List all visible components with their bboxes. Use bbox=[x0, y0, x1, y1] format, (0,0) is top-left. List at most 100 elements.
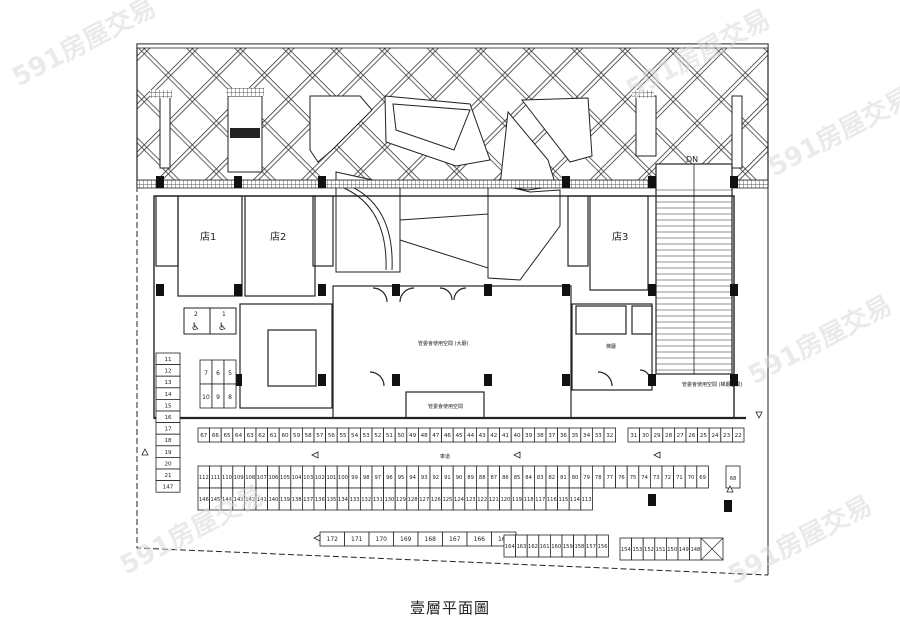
staircase: DN bbox=[655, 155, 733, 375]
parking-space-number: 27 bbox=[677, 433, 685, 439]
parking-space-number: 143 bbox=[234, 497, 244, 503]
parking-space-number: 140 bbox=[268, 497, 278, 503]
pillar bbox=[730, 374, 738, 386]
motorcycle-space: 9 bbox=[211, 383, 225, 409]
parking-space: 135 bbox=[325, 487, 338, 511]
parking-space: 56 bbox=[325, 427, 338, 443]
parking-space: 97 bbox=[371, 465, 385, 489]
parking-space: 136 bbox=[313, 487, 327, 511]
shop-1-label: 店1 bbox=[200, 230, 216, 243]
parking-space: 55 bbox=[336, 427, 350, 443]
parking-space-number: 64 bbox=[235, 433, 243, 439]
parking-space-number: 20 bbox=[164, 461, 172, 467]
parking-space: 149 bbox=[677, 537, 691, 561]
pillar bbox=[562, 284, 570, 296]
parking-space: 22 bbox=[732, 427, 745, 443]
parking-space-number: 160 bbox=[551, 544, 561, 550]
parking-space-number: 134 bbox=[338, 497, 349, 503]
parking-space-number: 38 bbox=[537, 433, 545, 439]
parking-space: 130 bbox=[383, 487, 396, 511]
parking-space: 112 bbox=[197, 465, 211, 489]
parking-space-number: 37 bbox=[548, 433, 556, 439]
parking-space-number: 88 bbox=[479, 475, 486, 481]
mgmt-right-label: 管委會使用空間 (梯廳空間) bbox=[682, 381, 743, 388]
parking-space-number: 56 bbox=[328, 433, 336, 439]
parking-space: 38 bbox=[534, 427, 547, 443]
parking-space: 12 bbox=[155, 364, 181, 377]
parking-space-number: 161 bbox=[540, 544, 550, 550]
parking-space: 40 bbox=[510, 427, 524, 443]
parking-space: 126 bbox=[429, 487, 443, 511]
parking-space: 25 bbox=[697, 427, 710, 443]
parking-space: 43 bbox=[475, 427, 489, 443]
parking-space: 70 bbox=[684, 465, 698, 489]
parking-space: 73 bbox=[650, 465, 663, 489]
parking-space-number: 8 bbox=[228, 394, 232, 401]
parking-space: 39 bbox=[522, 427, 535, 443]
parking-space: 81 bbox=[557, 465, 570, 489]
parking-space: 50 bbox=[394, 427, 408, 443]
parking-space-number: 62 bbox=[258, 433, 265, 439]
parking-space-number: 48 bbox=[421, 433, 429, 439]
parking-space-number: 41 bbox=[502, 433, 510, 439]
parking-space-number: 157 bbox=[586, 544, 596, 550]
pillar bbox=[392, 284, 400, 296]
parking-space-number: 39 bbox=[525, 433, 533, 439]
parking-space-number: 85 bbox=[514, 475, 521, 481]
parking-space: 137 bbox=[301, 487, 315, 511]
parking-space: 58 bbox=[301, 427, 315, 443]
parking-space-number: 145 bbox=[210, 497, 220, 503]
lobby-small-label: 管委會使用空間 bbox=[428, 403, 463, 410]
parking-space-number: 136 bbox=[315, 497, 325, 503]
parking-space: 89 bbox=[464, 465, 477, 489]
parking-space: 153 bbox=[631, 537, 644, 561]
motorcycle-space: 5 bbox=[223, 359, 237, 385]
parking-space: 129 bbox=[394, 487, 408, 511]
parking-space: 164 bbox=[503, 534, 517, 558]
parking-space: 113 bbox=[580, 487, 593, 511]
parking-space-number: 170 bbox=[376, 536, 388, 543]
parking-space-number: 25 bbox=[700, 433, 708, 439]
parking-space-number: 116 bbox=[547, 497, 557, 503]
parking-space-number: 118 bbox=[524, 497, 534, 503]
parking-space-number: 149 bbox=[679, 547, 689, 553]
parking-space-number: 164 bbox=[505, 544, 516, 550]
shop-2-label: 店2 bbox=[270, 230, 286, 243]
accessible-parking bbox=[183, 307, 237, 335]
parking-space-number: 7 bbox=[204, 370, 208, 377]
parking-space: 100 bbox=[336, 465, 350, 489]
parking-space-number: 77 bbox=[606, 475, 613, 481]
parking-space-number: 152 bbox=[644, 547, 654, 553]
parking-space: 169 bbox=[393, 531, 419, 547]
parking-space-number: 79 bbox=[583, 475, 590, 481]
parking-space: 64 bbox=[232, 427, 245, 443]
pillar bbox=[318, 374, 326, 386]
parking-space: 48 bbox=[417, 427, 431, 443]
parking-space: 159 bbox=[561, 534, 575, 558]
pillar bbox=[648, 176, 656, 188]
pillar bbox=[234, 284, 242, 296]
parking-space: 30 bbox=[639, 427, 652, 443]
parking-space: 156 bbox=[596, 534, 609, 558]
small-room-label: 梯廳 bbox=[606, 343, 616, 350]
pillar bbox=[648, 374, 656, 386]
parking-space: 74 bbox=[638, 465, 651, 489]
parking-space-number: 96 bbox=[386, 475, 393, 481]
parking-space: 77 bbox=[603, 465, 617, 489]
parking-space: 11 bbox=[155, 352, 181, 366]
parking-space: 104 bbox=[290, 465, 303, 489]
parking-space-number: 55 bbox=[339, 433, 347, 439]
parking-space-number: 58 bbox=[305, 433, 313, 439]
parking-space: 94 bbox=[406, 465, 419, 489]
parking-space-number: 135 bbox=[326, 497, 336, 503]
parking-space-number: 60 bbox=[281, 433, 289, 439]
parking-space: 166 bbox=[466, 531, 492, 547]
parking-space-number: 51 bbox=[386, 433, 394, 439]
pillar bbox=[648, 494, 656, 506]
parking-space: 60 bbox=[278, 427, 292, 443]
wheelchair-icon-2: ♿ bbox=[218, 322, 227, 333]
pillar bbox=[648, 284, 656, 296]
parking-space: 23 bbox=[720, 427, 733, 443]
parking-space: 53 bbox=[359, 427, 373, 443]
parking-space-number: 111 bbox=[210, 475, 220, 481]
